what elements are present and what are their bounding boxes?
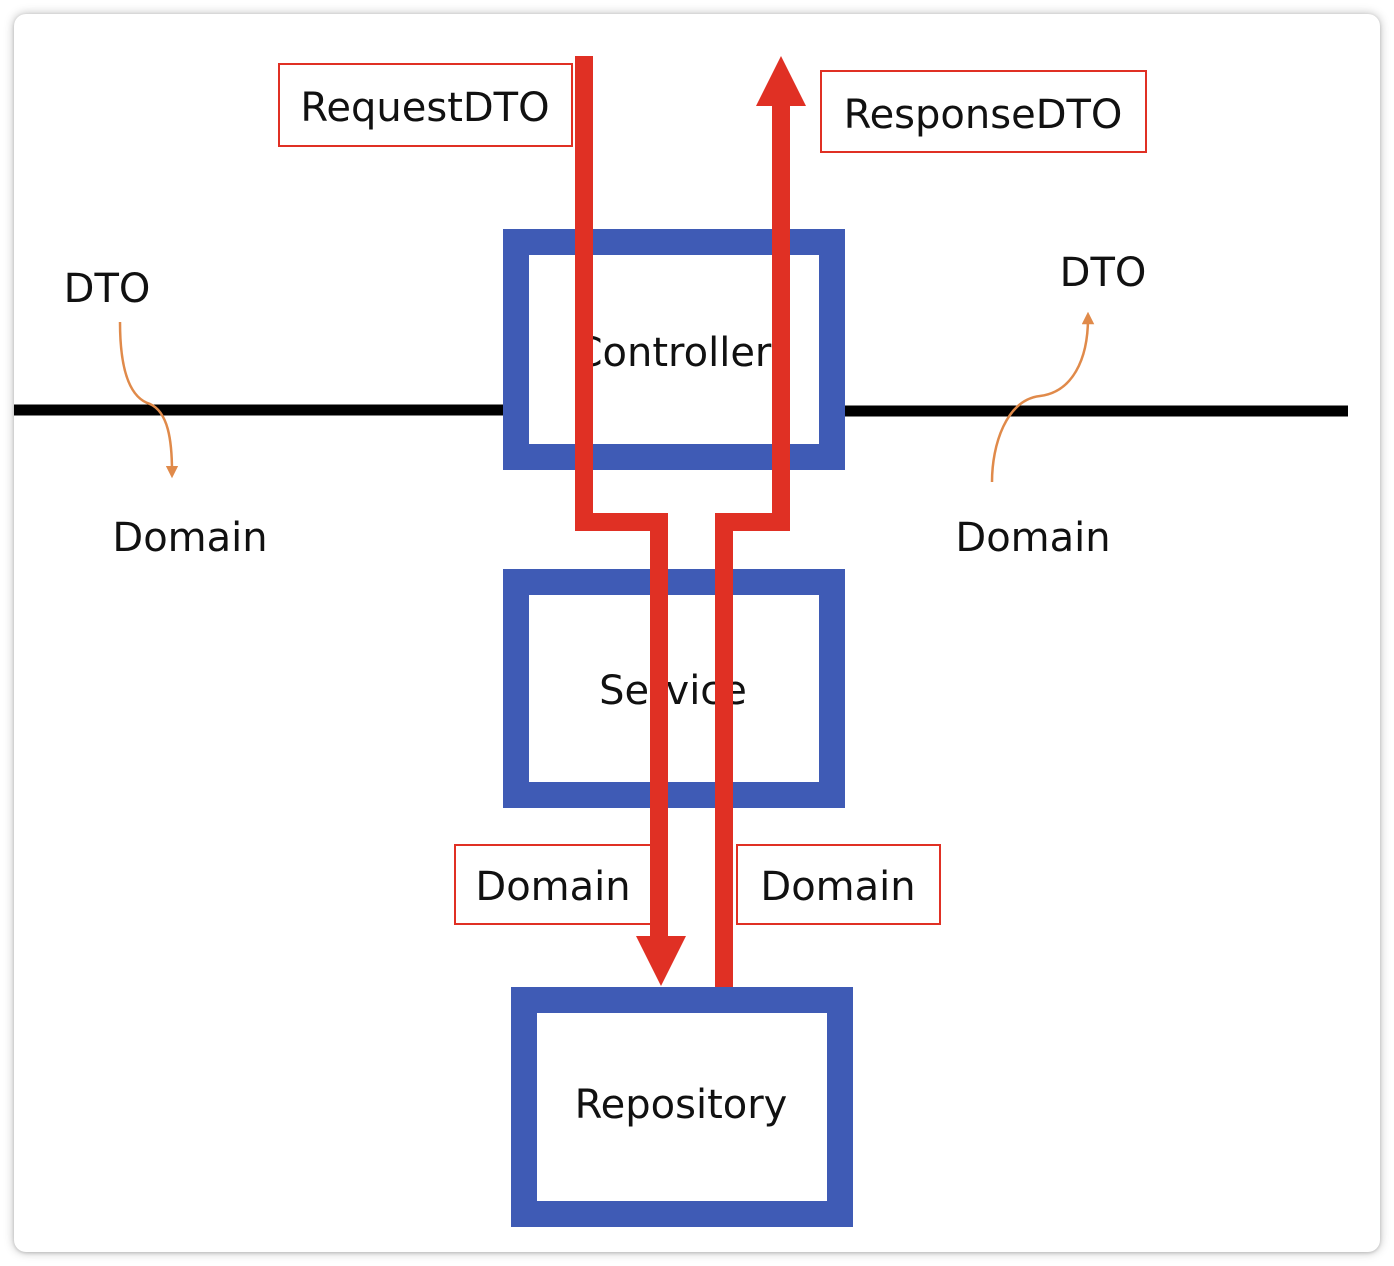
repo-to-service-domain-label: Domain	[760, 864, 915, 910]
repository-box[interactable]	[511, 987, 853, 1227]
right-domain-label: Domain	[955, 515, 1110, 561]
right-conversion-arrow	[990, 311, 1095, 483]
service-to-repo-domain-label: Domain	[475, 864, 630, 910]
response-arrow-head	[756, 56, 806, 106]
left-conversion-arrow	[118, 321, 179, 479]
service-to-repo-domain-box	[454, 844, 652, 925]
request-flow-arrow	[575, 56, 668, 945]
right-dto-label: DTO	[1060, 250, 1147, 296]
left-domain-label: Domain	[112, 515, 267, 561]
left-dto-label: DTO	[64, 266, 151, 312]
request-dto-label-box	[278, 63, 573, 147]
request-arrow-head	[636, 936, 686, 986]
request-dto-label: RequestDTO	[300, 85, 549, 131]
response-dto-label: ResponseDTO	[844, 92, 1123, 138]
controller-label: Controller	[575, 330, 772, 376]
response-dto-label-box	[820, 70, 1147, 153]
response-flow-arrow	[715, 100, 790, 987]
service-box[interactable]	[503, 569, 845, 808]
repo-to-service-domain-box	[736, 844, 941, 925]
repository-label: Repository	[575, 1082, 788, 1128]
